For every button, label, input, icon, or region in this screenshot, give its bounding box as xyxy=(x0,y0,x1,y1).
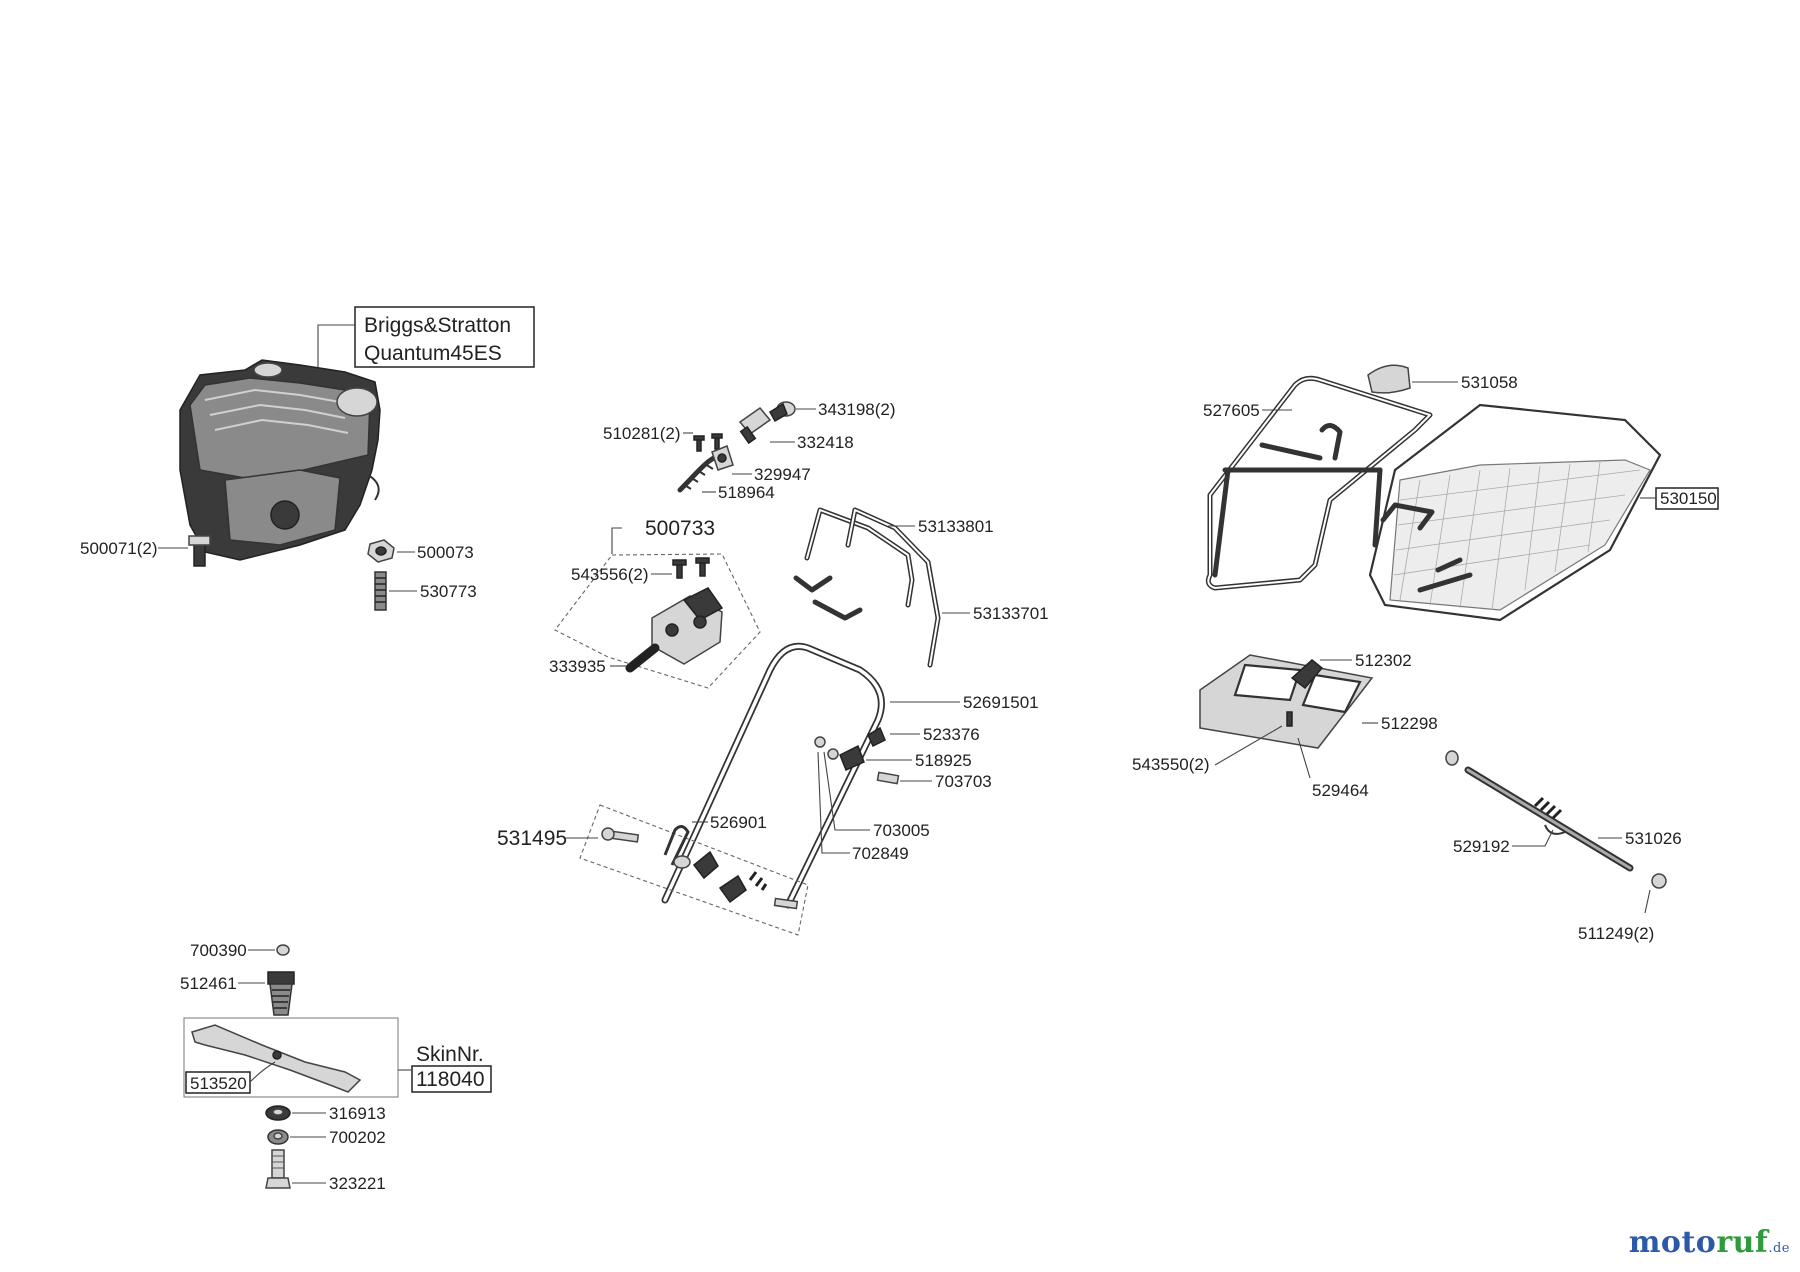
grass-catcher-assembly: 531058 527605 530150 xyxy=(1203,364,1719,622)
label-518964: 518964 xyxy=(718,483,775,502)
label-513520: 513520 xyxy=(190,1074,247,1093)
engine-label-line1: Briggs&Stratton xyxy=(364,314,511,337)
label-702849: 702849 xyxy=(852,844,909,863)
label-700202: 700202 xyxy=(329,1128,386,1147)
nut-500073: 500073 xyxy=(367,539,474,563)
label-500071: 500071(2) xyxy=(80,539,158,558)
label-530150: 530150 xyxy=(1660,489,1717,508)
label-512298: 512298 xyxy=(1381,714,1438,733)
label-53133801: 53133801 xyxy=(918,517,994,536)
logo-part2: ruf xyxy=(1716,1225,1769,1260)
skin-number: 118040 xyxy=(416,1068,485,1091)
switch-box-assembly: 500733 543556(2) 333935 xyxy=(549,517,761,689)
label-527605: 527605 xyxy=(1203,401,1260,420)
label-530773: 530773 xyxy=(420,582,477,601)
label-323221: 323221 xyxy=(329,1174,386,1193)
ignition-switch-assembly: 510281(2) 518964 329947 332418 343198(2) xyxy=(603,400,896,502)
label-343198: 343198(2) xyxy=(818,400,896,419)
engine-label-line2: Quantum45ES xyxy=(364,342,502,365)
label-329947: 329947 xyxy=(754,465,811,484)
handle-52691501: 52691501 523376 518925 703703 703005 702… xyxy=(661,642,1039,909)
flap-rod-assembly: 529192 531026 511249(2) xyxy=(1445,750,1682,943)
label-52691501: 52691501 xyxy=(963,693,1039,712)
label-703703: 703703 xyxy=(935,772,992,791)
label-500073: 500073 xyxy=(417,543,474,562)
label-543556: 543556(2) xyxy=(571,565,649,584)
label-700390: 700390 xyxy=(190,941,247,960)
motoruf-logo: motoruf.de xyxy=(1629,1225,1790,1260)
label-316913: 316913 xyxy=(329,1104,386,1123)
label-332418: 332418 xyxy=(797,433,854,452)
engine-illustration: Briggs&Stratton Quantum45ES xyxy=(179,306,535,561)
label-529192: 529192 xyxy=(1453,837,1510,856)
label-703005: 703005 xyxy=(873,821,930,840)
logo-part1: moto xyxy=(1628,1225,1717,1260)
label-543550: 543550(2) xyxy=(1132,755,1210,774)
label-500733: 500733 xyxy=(645,517,715,540)
label-333935: 333935 xyxy=(549,657,606,676)
logo-tld: .de xyxy=(1768,1241,1790,1256)
rear-flap-assembly: 512302 512298 543550(2) 529464 xyxy=(1132,651,1438,800)
blade-assembly: 700390 512461 513520 SkinNr. 118040 3169… xyxy=(180,941,492,1193)
label-510281: 510281(2) xyxy=(603,424,681,443)
engine-label-box xyxy=(354,306,535,368)
label-531026: 531026 xyxy=(1625,829,1682,848)
label-512461: 512461 xyxy=(180,974,237,993)
label-511249: 511249(2) xyxy=(1578,924,1654,943)
label-53133701: 53133701 xyxy=(973,604,1049,623)
handle-fixing-kit-531495: 531495 526901 xyxy=(497,804,809,936)
label-531058: 531058 xyxy=(1461,373,1518,392)
label-518925: 518925 xyxy=(915,751,972,770)
label-523376: 523376 xyxy=(923,725,980,744)
bolt-500071: 500071(2) xyxy=(80,535,211,567)
bracket-53133801: 53133801 53133701 xyxy=(793,507,1049,668)
skin-label: SkinNr. xyxy=(416,1043,484,1066)
label-531495: 531495 xyxy=(497,827,567,850)
label-526901: 526901 xyxy=(710,813,767,832)
label-529464: 529464 xyxy=(1312,781,1369,800)
stud-530773: 530773 xyxy=(374,571,477,611)
label-512302: 512302 xyxy=(1355,651,1412,670)
